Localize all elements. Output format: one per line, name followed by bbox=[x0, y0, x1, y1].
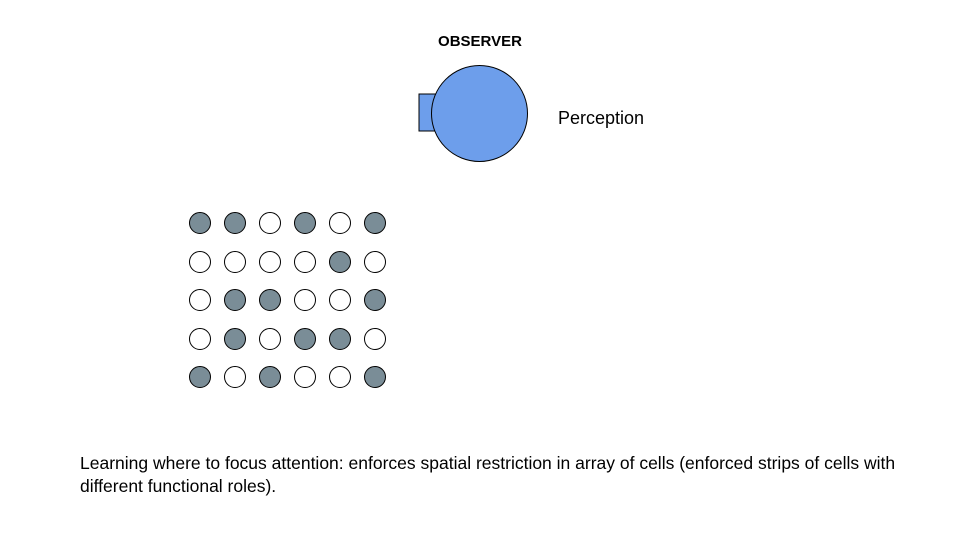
cell-empty bbox=[364, 250, 386, 273]
cell-filled bbox=[259, 289, 281, 311]
cell-filled bbox=[364, 289, 386, 311]
observer-figure bbox=[418, 65, 528, 162]
observer-head bbox=[431, 65, 528, 162]
cell-empty bbox=[294, 366, 316, 388]
cell-empty bbox=[224, 250, 246, 273]
cell-filled bbox=[224, 212, 246, 234]
cell-empty bbox=[259, 250, 281, 273]
cell-empty bbox=[259, 212, 281, 234]
cell-filled bbox=[259, 366, 281, 388]
cell-empty bbox=[364, 327, 386, 350]
cell-empty bbox=[329, 366, 351, 388]
cell-empty bbox=[294, 250, 316, 273]
cell-filled bbox=[294, 327, 316, 350]
cell-empty bbox=[329, 289, 351, 311]
cell-filled bbox=[189, 212, 211, 234]
cell-empty bbox=[189, 289, 211, 311]
cell-filled bbox=[364, 366, 386, 388]
caption: Learning where to focus attention: enfor… bbox=[80, 453, 896, 496]
cell-filled bbox=[329, 327, 351, 350]
cell-empty bbox=[329, 212, 351, 234]
cell-filled bbox=[224, 289, 246, 311]
cell-filled bbox=[364, 212, 386, 234]
cell-filled bbox=[189, 366, 211, 388]
cell-empty bbox=[259, 327, 281, 350]
cell-filled bbox=[329, 250, 351, 273]
cell-array bbox=[189, 212, 389, 390]
cell-filled bbox=[224, 327, 246, 350]
observer-title: OBSERVER bbox=[438, 33, 522, 50]
cell-empty bbox=[189, 327, 211, 350]
cell-empty bbox=[224, 366, 246, 388]
cell-empty bbox=[294, 289, 316, 311]
cell-filled bbox=[294, 212, 316, 234]
cell-empty bbox=[189, 250, 211, 273]
perception-label: Perception bbox=[558, 108, 645, 128]
